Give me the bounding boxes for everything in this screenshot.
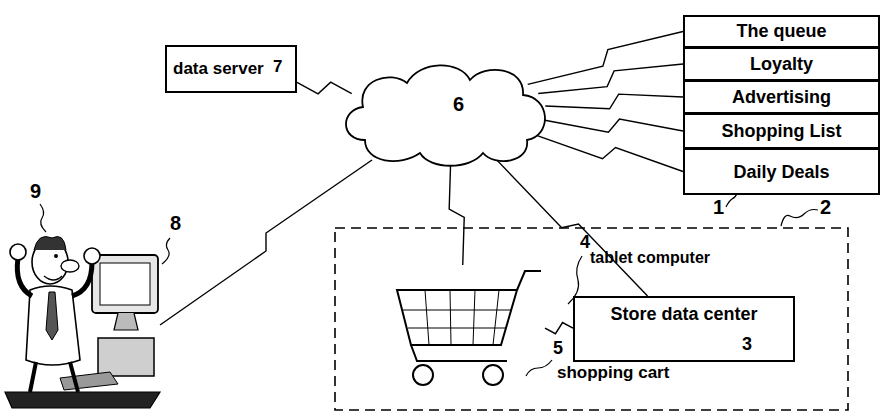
leader-line	[781, 210, 818, 227]
node-label: shopping cart	[557, 363, 669, 383]
network-link	[545, 119, 683, 132]
leader-line	[726, 193, 737, 207]
monitor	[92, 255, 158, 313]
mouth	[44, 276, 62, 280]
service-box: Daily Deals	[683, 148, 880, 195]
shopping-cart: shopping cart	[395, 265, 545, 390]
part-label: tablet computer	[590, 249, 710, 267]
shirt	[26, 286, 80, 365]
network-link	[160, 160, 372, 325]
node-label: Loyalty	[685, 54, 878, 75]
service-box: Shopping List	[683, 113, 880, 149]
callout-number: 7	[273, 57, 282, 77]
cloud-shape	[335, 55, 555, 170]
cart-shape	[395, 265, 545, 390]
callout-number: 4	[580, 232, 590, 253]
cart-drawing	[397, 271, 541, 385]
callout-number: 5	[553, 338, 563, 359]
callout-number: 2	[820, 196, 831, 219]
store-enclosure	[335, 228, 848, 410]
service-box: Loyalty	[683, 47, 880, 81]
cloud-outline	[346, 65, 545, 165]
network-cloud: 6	[335, 55, 555, 170]
fist	[10, 244, 26, 260]
network-link	[297, 82, 352, 94]
hair	[34, 237, 66, 251]
keyboard	[60, 372, 118, 390]
computer-case	[98, 338, 154, 376]
node-label: Advertising	[685, 87, 878, 108]
desk	[5, 392, 160, 408]
eye	[54, 254, 58, 258]
network-link	[545, 94, 683, 109]
callout-number: 8	[170, 212, 181, 235]
fist	[84, 248, 100, 264]
network-link	[545, 323, 573, 334]
leader-line	[162, 238, 170, 264]
network-link	[493, 156, 648, 296]
service-box: The queue	[683, 15, 880, 48]
legs	[30, 362, 78, 392]
network-link	[449, 161, 464, 265]
callout-number: 9	[30, 180, 41, 203]
monitor-stand	[114, 313, 138, 330]
leader-line	[526, 360, 552, 376]
network-link	[535, 135, 683, 172]
network-link	[538, 64, 683, 93]
callout-number: 3	[742, 334, 752, 355]
arm	[17, 258, 32, 296]
service-box: Advertising	[683, 80, 880, 114]
node-label: Shopping List	[685, 121, 878, 142]
callout-number: 6	[453, 93, 464, 116]
leader-line	[40, 204, 46, 232]
network-link	[528, 32, 683, 85]
user-illustration	[5, 237, 160, 409]
monitor-screen	[100, 263, 150, 305]
data-center-box: Store data center	[573, 296, 795, 362]
node-label: Daily Deals	[685, 162, 878, 183]
tie	[46, 292, 58, 340]
callout-number: 1	[713, 196, 724, 219]
nose	[61, 260, 79, 272]
node-label: The queue	[685, 21, 878, 42]
node-label: Store data center	[575, 304, 793, 325]
